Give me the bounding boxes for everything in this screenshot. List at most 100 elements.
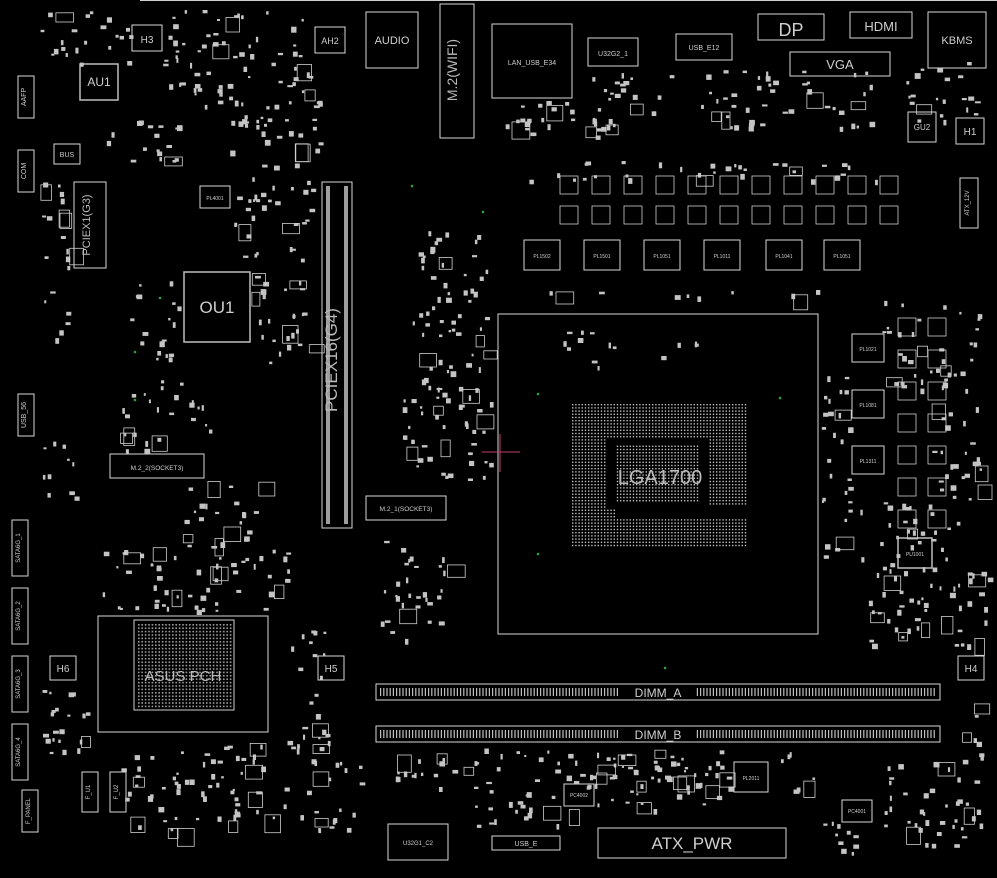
svg-text:PC4002: PC4002 (570, 793, 588, 799)
sata6g-1-connector: SATA6G_1 (11, 519, 29, 577)
pl1502-inductor: PL1502 (523, 239, 561, 271)
svg-text:LAN_USB_E34: LAN_USB_E34 (508, 60, 556, 67)
svg-text:AU1: AU1 (87, 75, 111, 89)
pl1051-inductor-a: PL1051 (643, 239, 681, 271)
svg-text:M.2_1(SOCKET3): M.2_1(SOCKET3) (380, 506, 433, 513)
gu2-chip: GU2 (907, 111, 937, 143)
svg-text:HDMI: HDMI (864, 19, 897, 34)
pl1051-inductor-b: PL1051 (823, 239, 861, 271)
svg-text:PL1502: PL1502 (533, 254, 550, 260)
ou1-chip: OU1 (183, 271, 251, 343)
svg-text:PL1311: PL1311 (860, 459, 877, 465)
smd-component-clusters (40, 10, 994, 856)
svg-text:PCIEX1(G3): PCIEX1(G3) (81, 194, 93, 255)
svg-text:COM: COM (21, 163, 28, 180)
u32g1-c2-connector: U32G1_C2 (387, 823, 449, 861)
svg-text:U32G1_C2: U32G1_C2 (403, 841, 434, 847)
svg-text:AAFP: AAFP (21, 88, 28, 107)
svg-text:DIMM_B: DIMM_B (635, 728, 682, 742)
au1-chip: AU1 (79, 63, 119, 101)
pu1001-chip: PU1001 (897, 537, 933, 569)
svg-text:PL1501: PL1501 (593, 254, 610, 260)
svg-text:PL1051: PL1051 (653, 254, 670, 260)
pciex1-slot: PCIEX1(G3) (73, 181, 107, 269)
svg-text:USB_E: USB_E (515, 841, 538, 848)
svg-text:M.2(WIFI): M.2(WIFI) (444, 39, 460, 101)
pl1081-inductor: PL1081 (851, 389, 885, 419)
lga-ball-grid (572, 404, 747, 547)
svg-text:F_PANEL: F_PANEL (26, 797, 32, 824)
svg-text:SATA6G_1: SATA6G_1 (16, 533, 22, 563)
pl4001-inductor: PL4001 (199, 185, 231, 209)
svg-text:OU1: OU1 (200, 298, 235, 317)
atx-12v-connector: ATX_12V (959, 177, 979, 229)
svg-text:H5: H5 (325, 664, 338, 675)
svg-text:ATX_12V: ATX_12V (965, 190, 971, 215)
kbms-connector: KBMS (927, 11, 987, 69)
audio-connector: AUDIO (365, 11, 419, 69)
m2-wifi-slot: M.2(WIFI) (439, 3, 475, 139)
pc4002-chip: PC4002 (563, 783, 595, 807)
h5-mount-hole: H5 (317, 655, 345, 681)
bus-chip: BUS (53, 143, 81, 165)
svg-text:SATA6G_4: SATA6G_4 (16, 737, 22, 767)
pl1021-inductor: PL1021 (851, 333, 885, 363)
ah2-mount-hole: AH2 (314, 26, 346, 54)
pciex16-slot: PCIEX16(G4) (321, 181, 353, 529)
sata6g-4-connector: SATA6G_4 (11, 723, 29, 781)
atx-pwr-connector: ATX_PWR (597, 827, 787, 859)
svg-text:PCIEX16(G4): PCIEX16(G4) (322, 308, 341, 412)
svg-text:DIMM_A: DIMM_A (635, 686, 682, 700)
svg-text:KBMS: KBMS (941, 35, 972, 47)
svg-text:PL1041: PL1041 (775, 254, 792, 260)
svg-text:PL1051: PL1051 (833, 254, 850, 260)
h6-mount-hole: H6 (49, 655, 77, 681)
svg-text:ASUS PCH: ASUS PCH (145, 668, 222, 685)
usb-e12-connector: USB_E12 (675, 33, 733, 61)
svg-text:PL4001: PL4001 (206, 196, 223, 202)
pl1041-inductor: PL1041 (765, 239, 803, 271)
cpu-socket-outline (497, 313, 819, 635)
svg-text:AUDIO: AUDIO (375, 35, 410, 47)
svg-text:PU1001: PU1001 (906, 552, 924, 558)
usb-bottom-header: USB_E (491, 835, 561, 851)
svg-text:H3: H3 (141, 35, 154, 46)
svg-text:PL1081: PL1081 (859, 403, 876, 409)
u32g2-connector: U32G2_1 (587, 37, 639, 67)
dp-connector: DP (757, 13, 825, 41)
h3-mount-hole: H3 (131, 24, 163, 52)
f-u1-header: F_U1 (81, 771, 99, 813)
pc4001-chip: PC4001 (841, 799, 873, 823)
f-u2-header: F_U2 (109, 771, 127, 813)
svg-text:SATA6G_3: SATA6G_3 (16, 669, 22, 699)
hdmi-connector: HDMI (849, 11, 913, 39)
sata6g-3-connector: SATA6G_3 (11, 655, 29, 713)
m2-2-socket: M.2_2(SOCKET3) (109, 453, 205, 479)
pch-ball-grid (138, 624, 232, 708)
svg-text:VGA: VGA (826, 57, 854, 72)
svg-text:PL1011: PL1011 (714, 254, 731, 260)
svg-text:LGA1700: LGA1700 (618, 467, 703, 489)
usb56-header: USB_56 (17, 393, 35, 437)
h4-mount-hole: H4 (957, 655, 985, 681)
svg-text:SATA6G_2: SATA6G_2 (16, 601, 22, 631)
pl1311-inductor: PL1311 (851, 445, 885, 475)
sata6g-2-connector: SATA6G_2 (11, 587, 29, 645)
svg-text:H4: H4 (965, 664, 978, 675)
pl1501-inductor: PL1501 (583, 239, 621, 271)
svg-text:GU2: GU2 (914, 123, 931, 132)
h1-mount-hole: H1 (955, 117, 985, 145)
svg-text:ATX_PWR: ATX_PWR (652, 834, 733, 853)
svg-text:PC4001: PC4001 (848, 809, 866, 815)
aafp-header: AAFP (17, 75, 35, 119)
svg-text:USB_E12: USB_E12 (689, 45, 720, 52)
f-panel-header: F_PANEL (21, 789, 39, 833)
dimm-a-slot: DIMM_A (375, 683, 941, 701)
svg-text:PL1021: PL1021 (859, 347, 876, 353)
lan-usb-connector: LAN_USB_E34 (491, 23, 573, 99)
svg-text:H1: H1 (964, 127, 977, 138)
svg-text:H6: H6 (57, 664, 70, 675)
svg-text:DP: DP (778, 20, 803, 40)
m2-1-socket: M.2_1(SOCKET3) (365, 495, 447, 521)
